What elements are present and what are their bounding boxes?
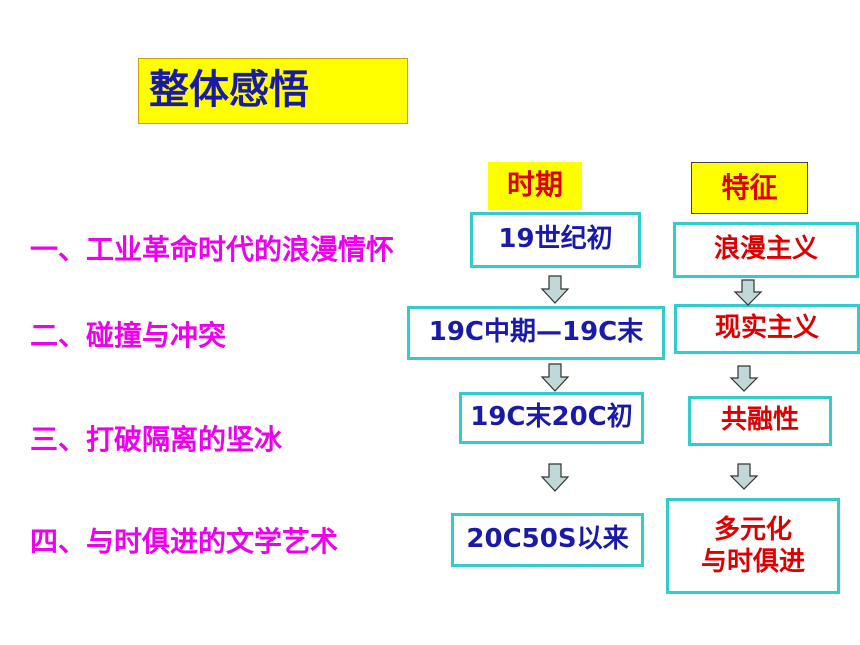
period-box-2: 19C中期—19C末 [407, 306, 665, 360]
page-title: 整体感悟 [138, 58, 408, 124]
feature-box-4: 多元化 与时俱进 [666, 498, 840, 594]
section-2-title: 二、碰撞与冲突 [30, 319, 227, 352]
down-arrow-icon [540, 463, 570, 492]
feature-box-2: 现实主义 [674, 304, 860, 354]
feature-box-3: 共融性 [688, 396, 832, 446]
feature-box-1: 浪漫主义 [673, 222, 859, 278]
section-4-title: 四、与时俱进的文学艺术 [30, 525, 339, 558]
feature-header: 特征 [691, 162, 808, 214]
down-arrow-icon [729, 365, 759, 392]
period-header: 时期 [488, 162, 582, 210]
period-box-4: 20C50S以来 [451, 513, 644, 567]
down-arrow-icon [540, 363, 570, 392]
down-arrow-icon [733, 279, 763, 306]
section-1-title: 一、工业革命时代的浪漫情怀 [30, 233, 395, 266]
period-box-3: 19C末20C初 [459, 392, 644, 444]
down-arrow-icon [540, 275, 570, 304]
section-3-title: 三、打破隔离的坚冰 [30, 423, 283, 456]
period-box-1: 19世纪初 [470, 212, 641, 268]
down-arrow-icon [729, 463, 759, 490]
